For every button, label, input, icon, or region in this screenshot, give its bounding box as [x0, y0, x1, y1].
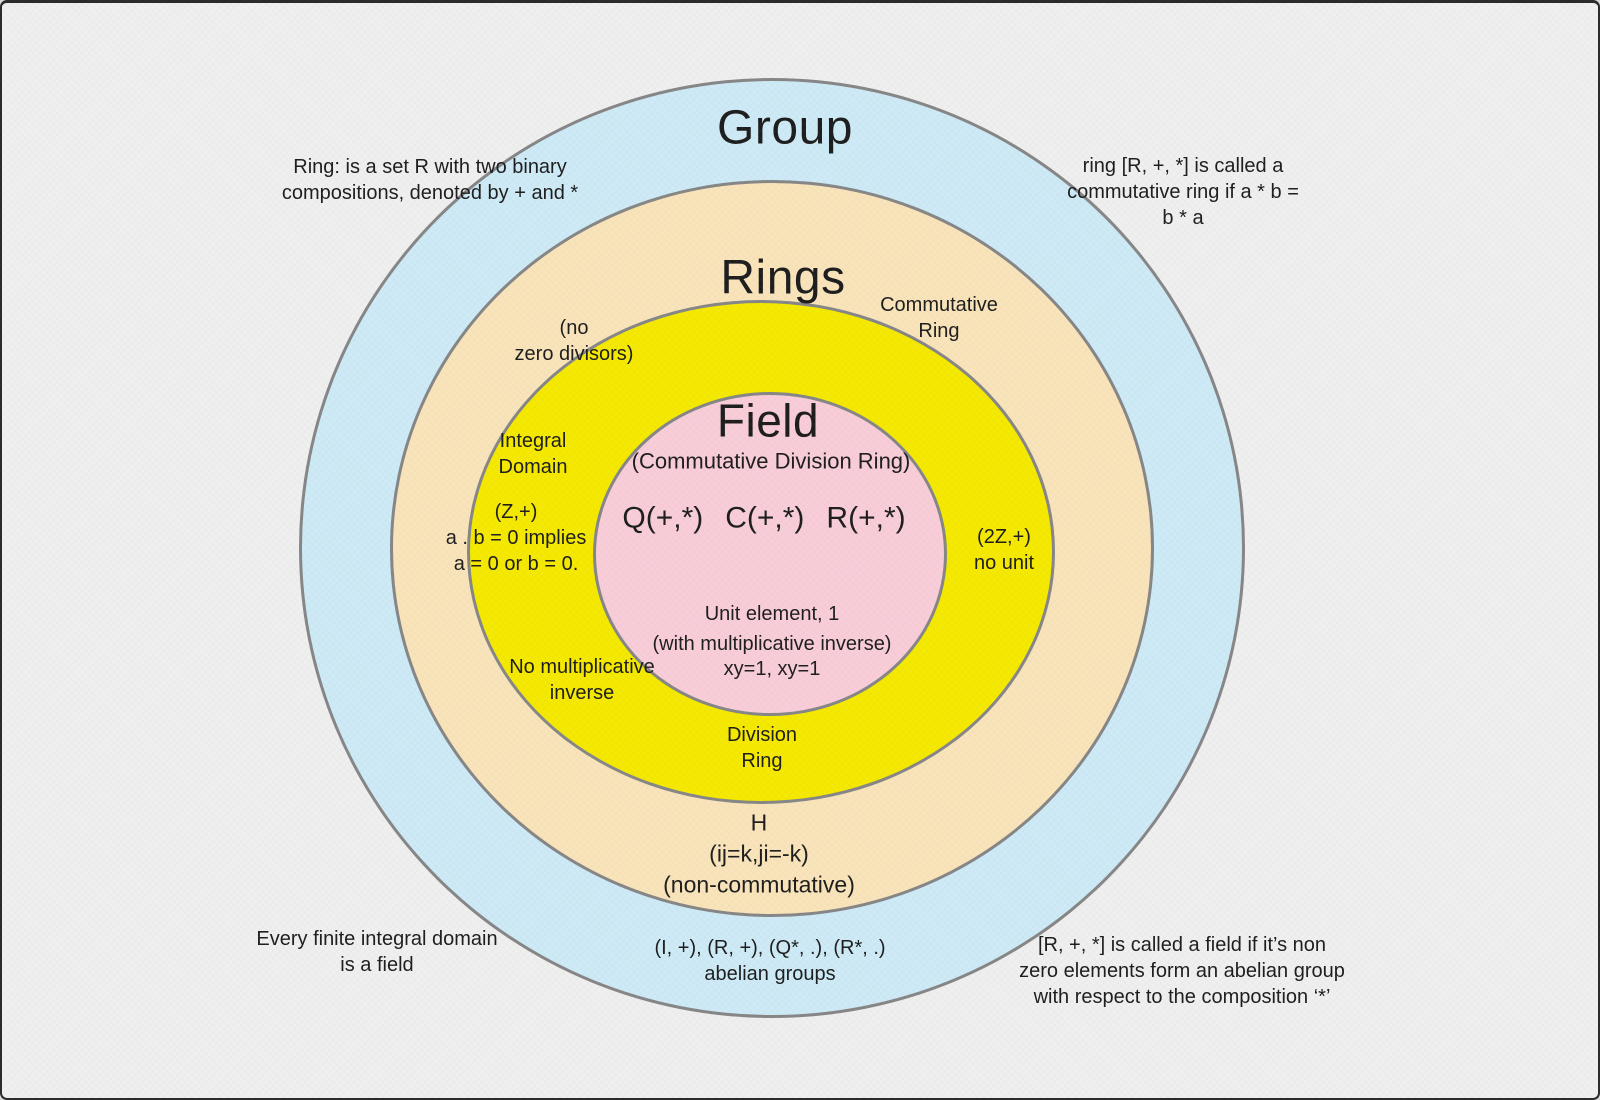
xy-identity-label: xy=1, xy=1 [723, 658, 821, 680]
quaternions-label: H (ij=k,ji=-k) (non-commutative) [663, 809, 855, 898]
ring-definition-annotation: Ring: is a set R with two binary composi… [281, 156, 579, 204]
field-circle [593, 392, 947, 716]
integers-zero-divisor-label: (Z,+) a . b = 0 implies a = 0 or b = 0. [445, 501, 587, 575]
field-example-q: Q(+,*) [622, 501, 704, 535]
abelian-groups-label: (I, +), (R, +), (Q*, .), (R*, .) abelian… [654, 937, 886, 985]
field-definition-annotation: [R, +, *] is called a field if it’s non … [1019, 934, 1345, 1008]
field-example-r: R(+,*) [826, 501, 906, 535]
rings-title: Rings [720, 251, 846, 305]
field-title: Field [716, 394, 820, 447]
integral-domain-label: Integral Domain [498, 430, 568, 478]
group-title: Group [717, 101, 853, 155]
even-integers-no-unit-label: (2Z,+) no unit [973, 526, 1035, 574]
unit-element-label: Unit element, 1 [704, 603, 840, 625]
commutative-ring-label: Commutative Ring [880, 294, 998, 342]
field-example-c: C(+,*) [725, 501, 805, 535]
commutative-ring-definition-annotation: ring [R, +, *] is called a commutative r… [1067, 155, 1299, 229]
field-examples: Q(+,*) C(+,*) R(+,*) [622, 499, 905, 538]
no-multiplicative-inverse-label: No multiplicative inverse [509, 656, 655, 704]
multiplicative-inverse-label: (with multiplicative inverse) [652, 633, 892, 655]
field-subtitle: (Commutative Division Ring) [631, 448, 911, 474]
no-zero-divisors-label: (no zero divisors) [514, 317, 634, 365]
finite-integral-domain-annotation: Every finite integral domain is a field [256, 928, 498, 976]
division-ring-label: Division Ring [726, 724, 798, 772]
